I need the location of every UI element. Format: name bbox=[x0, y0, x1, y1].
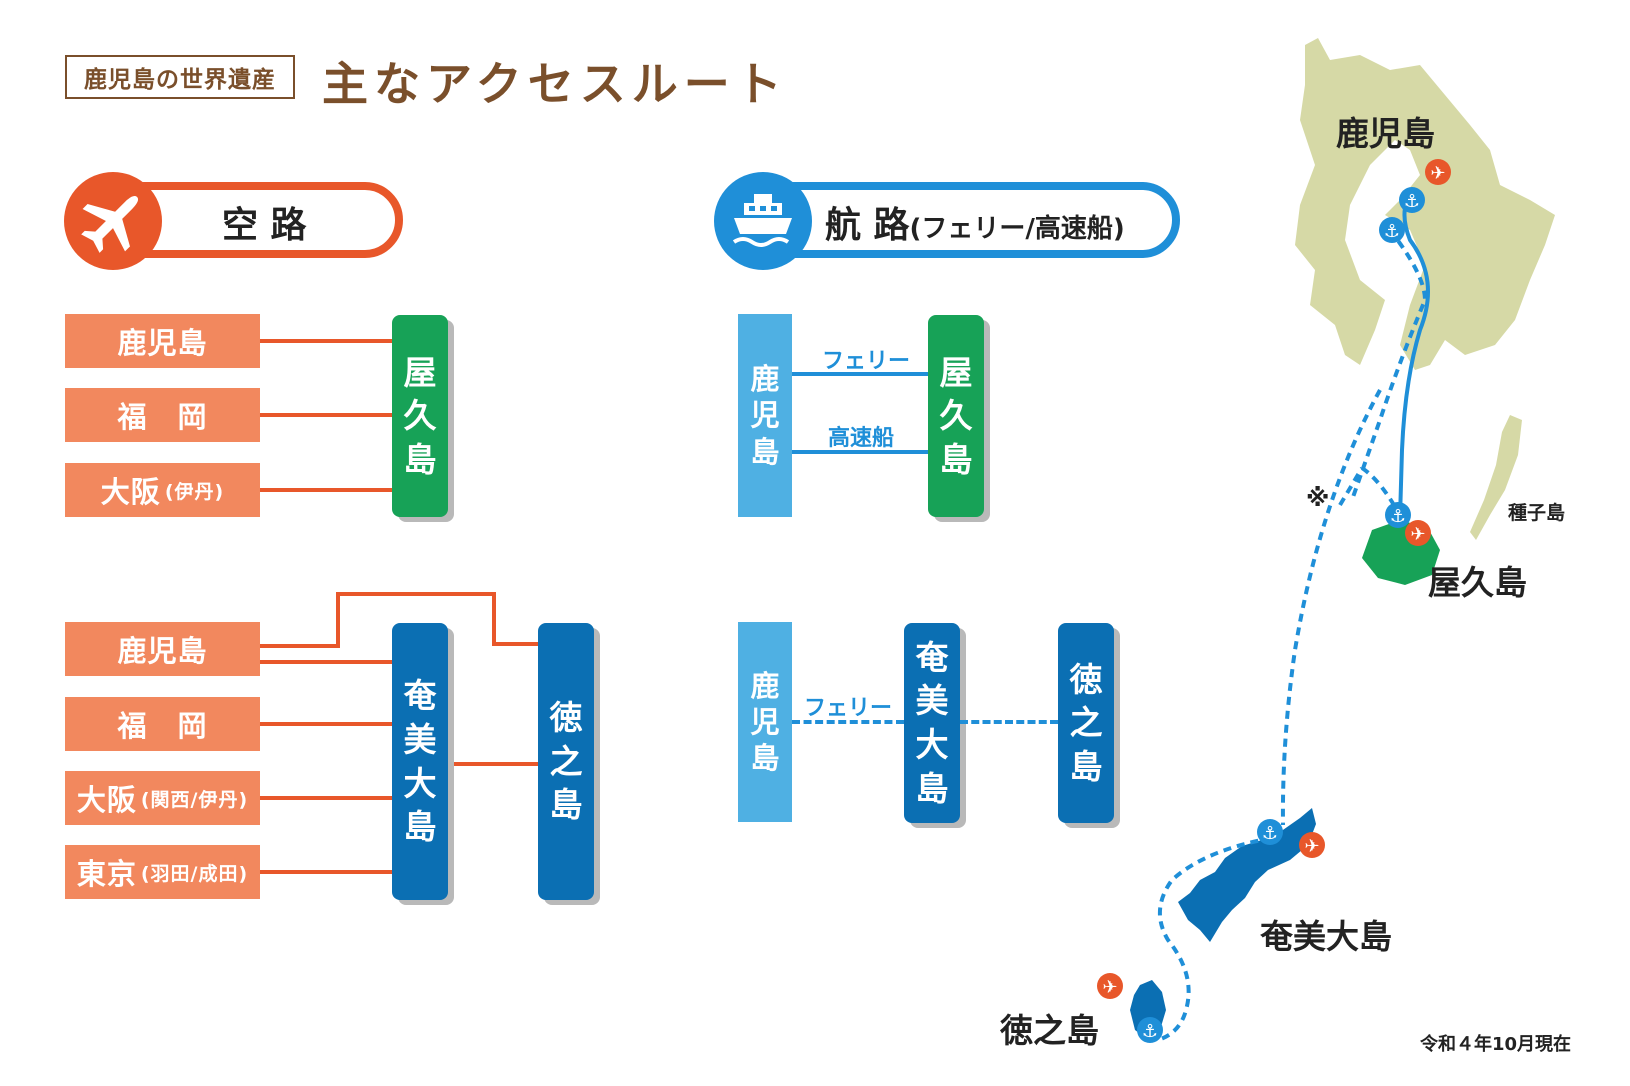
air-dest-amami: 奄美大島 bbox=[392, 623, 448, 900]
air-origin-osaka: 大阪(伊丹) bbox=[65, 463, 260, 517]
air-origin-tokyo-amami-note: (羽田/成田) bbox=[140, 862, 249, 885]
sea-route-main: 航 路 bbox=[825, 205, 910, 246]
sea-route-label: 航 路(フェリー/高速船) bbox=[825, 196, 1125, 248]
air-origin-fukuoka: 福 岡 bbox=[65, 388, 260, 442]
airport-icon-amami: ✈ bbox=[1299, 832, 1325, 858]
port-icon-kagoshima-2: ⚓ bbox=[1379, 217, 1405, 243]
air-link-line bbox=[260, 660, 392, 664]
air-link-line bbox=[260, 339, 392, 343]
air-link-line bbox=[260, 722, 392, 726]
map-note-mark: ※ bbox=[1306, 484, 1330, 512]
svg-text:✈: ✈ bbox=[1304, 836, 1319, 857]
air-link-line bbox=[492, 642, 538, 646]
date-note: 令和４年10月現在 bbox=[1420, 1034, 1572, 1055]
page-title: 主なアクセスルート bbox=[322, 57, 788, 111]
svg-text:✈: ✈ bbox=[1430, 163, 1445, 184]
sea-link-ferry bbox=[792, 372, 928, 376]
air-dest-tokunoshima: 徳之島 bbox=[538, 623, 594, 900]
sea-dest-tokunoshima: 徳之島 bbox=[1058, 623, 1114, 823]
air-origin-osaka-note: (伊丹) bbox=[164, 480, 225, 503]
air-origin-fukuoka-amami: 福 岡 bbox=[65, 697, 260, 751]
airport-icon-kagoshima: ✈ bbox=[1425, 159, 1451, 185]
site-badge: 鹿児島の世界遺産 bbox=[65, 55, 295, 99]
svg-text:⚓: ⚓ bbox=[1404, 191, 1420, 212]
air-route-label: 空 路 bbox=[222, 205, 307, 246]
map-label-yakushima: 屋久島 bbox=[1428, 563, 1527, 602]
sea-dest-yakushima: 屋久島 bbox=[928, 315, 984, 517]
map-label-tokunoshima: 徳之島 bbox=[1000, 1011, 1099, 1050]
air-link-line bbox=[336, 592, 340, 648]
ferry-label-amami: フェリー bbox=[804, 696, 893, 721]
air-link-line bbox=[492, 592, 496, 646]
port-icon-yakushima: ⚓ bbox=[1385, 502, 1411, 528]
sea-dest-amami: 奄美大島 bbox=[904, 623, 960, 823]
sea-link-ferry-amami bbox=[792, 720, 904, 724]
port-icon-amami: ⚓ bbox=[1257, 819, 1283, 845]
sea-origin-kagoshima: 鹿児島 bbox=[738, 314, 792, 517]
air-origin-osaka-label: 大阪 bbox=[100, 475, 161, 509]
ferry-route-amami bbox=[1280, 389, 1382, 826]
air-dest-yakushima: 屋久島 bbox=[392, 315, 448, 517]
air-origin-osaka-amami: 大阪(関西/伊丹) bbox=[65, 771, 260, 825]
air-origin-kagoshima: 鹿児島 bbox=[65, 314, 260, 368]
airplane-icon bbox=[81, 195, 139, 253]
airplane-icon-circle bbox=[64, 172, 162, 270]
svg-text:⚓: ⚓ bbox=[1262, 823, 1278, 844]
air-link-line bbox=[260, 870, 392, 874]
kagoshima-landmass bbox=[1295, 38, 1555, 370]
ship-icon-circle bbox=[714, 172, 812, 270]
svg-text:⚓: ⚓ bbox=[1142, 1021, 1158, 1042]
svg-text:✈: ✈ bbox=[1102, 977, 1117, 998]
highspeed-label: 高速船 bbox=[828, 426, 895, 451]
sea-origin-kagoshima-amami: 鹿児島 bbox=[738, 622, 792, 822]
ferry-route-yakushima-branch bbox=[1360, 466, 1400, 513]
svg-text:⚓: ⚓ bbox=[1390, 506, 1406, 527]
ferry-route-tokunoshima bbox=[1157, 836, 1273, 1042]
sea-link-amami-tokunoshima bbox=[960, 720, 1058, 724]
air-link-line bbox=[336, 592, 496, 596]
map-label-amami: 奄美大島 bbox=[1260, 917, 1392, 956]
ferry-route-yakushima bbox=[1350, 228, 1428, 501]
air-link-amami-tokunoshima bbox=[448, 762, 538, 766]
port-icon-kagoshima-1: ⚓ bbox=[1399, 187, 1425, 213]
svg-text:⚓: ⚓ bbox=[1384, 221, 1400, 242]
sea-link-highspeed bbox=[792, 450, 928, 454]
map-label-kagoshima: 鹿児島 bbox=[1336, 114, 1435, 153]
highspeed-route bbox=[1398, 190, 1430, 519]
ferry-label: フェリー bbox=[822, 349, 911, 374]
sea-route-sub: (フェリー/高速船) bbox=[909, 214, 1125, 244]
air-link-line bbox=[260, 796, 392, 800]
air-origin-osaka-amami-note: (関西/伊丹) bbox=[140, 788, 249, 811]
airport-icon-tokunoshima: ✈ bbox=[1097, 973, 1123, 999]
air-origin-tokyo-amami: 東京(羽田/成田) bbox=[65, 845, 260, 899]
airport-icon-yakushima: ✈ bbox=[1405, 520, 1431, 546]
air-origin-osaka-amami-label: 大阪 bbox=[76, 783, 137, 817]
ship-icon bbox=[732, 194, 792, 247]
map-label-tanegashima: 種子島 bbox=[1508, 502, 1566, 524]
amami-landmass bbox=[1178, 808, 1316, 942]
port-icon-tokunoshima: ⚓ bbox=[1137, 1017, 1163, 1043]
air-origin-kagoshima-amami: 鹿児島 bbox=[65, 622, 260, 676]
air-link-line bbox=[260, 488, 392, 492]
air-link-line bbox=[260, 413, 392, 417]
ferry-route-yakushima-branch bbox=[1338, 466, 1364, 507]
tanegashima-landmass bbox=[1470, 415, 1522, 540]
air-link-line bbox=[260, 644, 340, 648]
svg-text:✈: ✈ bbox=[1410, 524, 1425, 545]
air-origin-tokyo-amami-label: 東京 bbox=[76, 857, 137, 891]
